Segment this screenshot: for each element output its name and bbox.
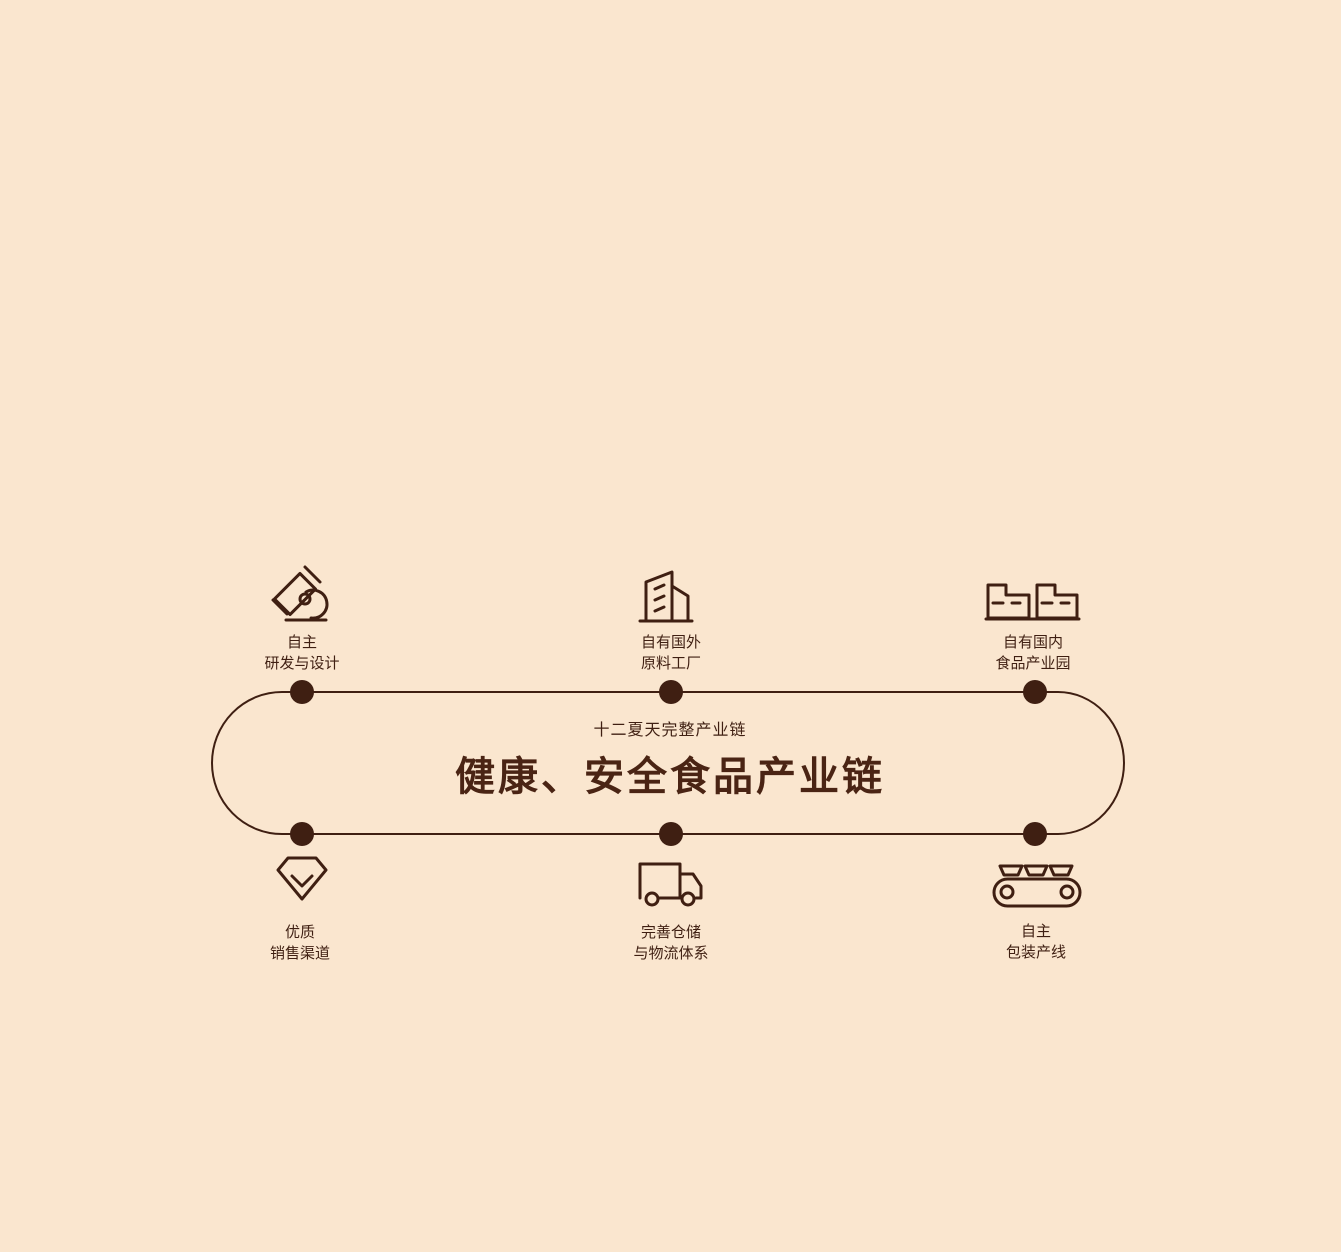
label-rd: 自主 研发与设计 bbox=[242, 632, 362, 674]
chain-loop bbox=[211, 691, 1125, 835]
diamond-icon bbox=[276, 856, 328, 901]
label-logistics-line2: 与物流体系 bbox=[633, 944, 709, 962]
label-logistics-line1: 完善仓储 bbox=[640, 923, 701, 941]
node-dot-overseas-factory bbox=[659, 680, 683, 704]
conveyor-icon bbox=[992, 864, 1082, 908]
truck-icon bbox=[638, 862, 703, 907]
label-overseas-factory-line2: 原料工厂 bbox=[640, 654, 701, 672]
label-packaging-line2: 包装产线 bbox=[1005, 943, 1066, 961]
label-logistics: 完善仓储 与物流体系 bbox=[611, 922, 731, 964]
node-dot-sales bbox=[290, 822, 314, 846]
chain-subtitle: 十二夏天完整产业链 bbox=[593, 720, 747, 739]
label-overseas-factory: 自有国外 原料工厂 bbox=[611, 632, 731, 674]
label-rd-line2: 研发与设计 bbox=[264, 654, 340, 672]
label-sales: 优质 销售渠道 bbox=[240, 922, 360, 964]
factory-icon bbox=[984, 583, 1081, 621]
label-food-park-line1: 自有国内 bbox=[1002, 633, 1063, 651]
node-dot-packaging bbox=[1023, 822, 1047, 846]
building-icon bbox=[638, 570, 694, 623]
label-sales-line2: 销售渠道 bbox=[269, 944, 330, 962]
label-sales-line1: 优质 bbox=[284, 923, 315, 941]
label-overseas-factory-line1: 自有国外 bbox=[640, 633, 701, 651]
node-dot-food-park bbox=[1023, 680, 1047, 704]
label-food-park-line2: 食品产业园 bbox=[995, 654, 1071, 672]
label-packaging: 自主 包装产线 bbox=[976, 921, 1096, 963]
label-rd-line1: 自主 bbox=[286, 633, 317, 651]
node-dot-rd bbox=[290, 680, 314, 704]
node-dot-logistics bbox=[659, 822, 683, 846]
microscope-icon bbox=[271, 565, 329, 622]
label-food-park: 自有国内 食品产业园 bbox=[973, 632, 1093, 674]
chain-title: 健康、安全食品产业链 bbox=[455, 754, 885, 800]
label-packaging-line1: 自主 bbox=[1020, 922, 1051, 940]
